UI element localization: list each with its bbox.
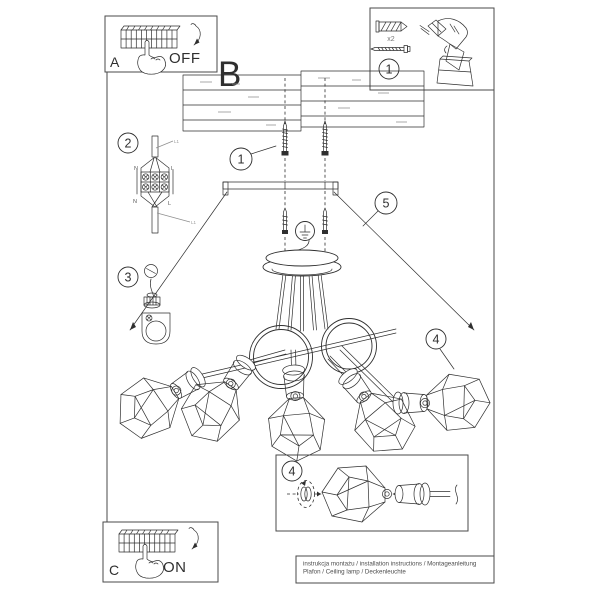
cage-detail (321, 465, 392, 523)
canopy-screw-inner-left (282, 191, 288, 252)
callout-circle-canopy-screw (117, 266, 139, 288)
footer-line1: instrukcja montażu / installation instru… (303, 561, 477, 568)
section-b-label: B (218, 55, 241, 94)
svg-text:1: 1 (238, 153, 245, 167)
cord-grip-assembly: 3 (117, 264, 171, 345)
earth-ground-icon (293, 221, 315, 252)
callout-circle-tools (378, 58, 400, 80)
svg-text:4: 4 (433, 333, 440, 347)
callout-circle-bracket (117, 132, 139, 154)
panel-c-state: ON (163, 559, 187, 576)
footer: instrukcja montażu / installation instru… (295, 555, 495, 584)
panel-c-label: C (109, 562, 119, 578)
cordless-drill-icon (419, 18, 474, 87)
panel-a: A OFF (104, 15, 218, 75)
callout-circle-shade-detail (281, 460, 303, 482)
svg-text:4: 4 (289, 465, 296, 479)
terminal-l-top: L (171, 166, 174, 172)
mounting-screw-right (321, 78, 329, 181)
page-frame (106, 72, 495, 583)
svg-text:2: 2 (125, 137, 132, 151)
cord-squiggle (455, 484, 458, 505)
tools-box: x2 1 (369, 7, 495, 91)
wire-cage-shades (105, 363, 492, 466)
terminal-screws (142, 173, 168, 191)
footer-line2: Plafon / Ceiling lamp / Deckenleuchte (303, 569, 406, 576)
ring-nut (287, 480, 315, 508)
screw-icon (370, 45, 411, 53)
terminal-n-bottom: N (133, 199, 137, 205)
callout-shade: 4 (425, 328, 455, 370)
canopy-screw-inner-right (322, 191, 328, 252)
wire-bottom-label: L1 (191, 220, 197, 225)
callout-number-tools: 1 (386, 63, 393, 77)
terminal-l-bottom: L (168, 201, 171, 207)
shade-detail-box: 4 (275, 454, 469, 532)
mounting-screw-left (281, 78, 289, 181)
lamp-arms (197, 318, 399, 405)
svg-text:5: 5 (383, 197, 390, 211)
socket-detail (394, 482, 431, 506)
mounting-bracket-bar (222, 181, 339, 196)
wire-top-label: L1 (174, 139, 180, 144)
panel-c: C ON (102, 521, 219, 583)
svg-text:3: 3 (125, 271, 132, 285)
callout-mount-screws: 1 (229, 145, 277, 171)
panel-a-state: OFF (169, 50, 201, 67)
terminal-bracket: 2 N L N L L1 L1 (117, 132, 197, 234)
hanger-rods (275, 273, 329, 332)
panel-a-label: A (110, 54, 120, 70)
wall-plug-icon (375, 20, 408, 33)
cord-lines (429, 491, 451, 497)
ceiling-planks (182, 70, 425, 132)
lamp-sockets (166, 351, 429, 415)
canopy-disc (262, 249, 342, 277)
callout-cover: 5 (362, 191, 398, 227)
terminal-n-top: N (134, 166, 138, 172)
screw-qty-label: x2 (387, 36, 395, 43)
